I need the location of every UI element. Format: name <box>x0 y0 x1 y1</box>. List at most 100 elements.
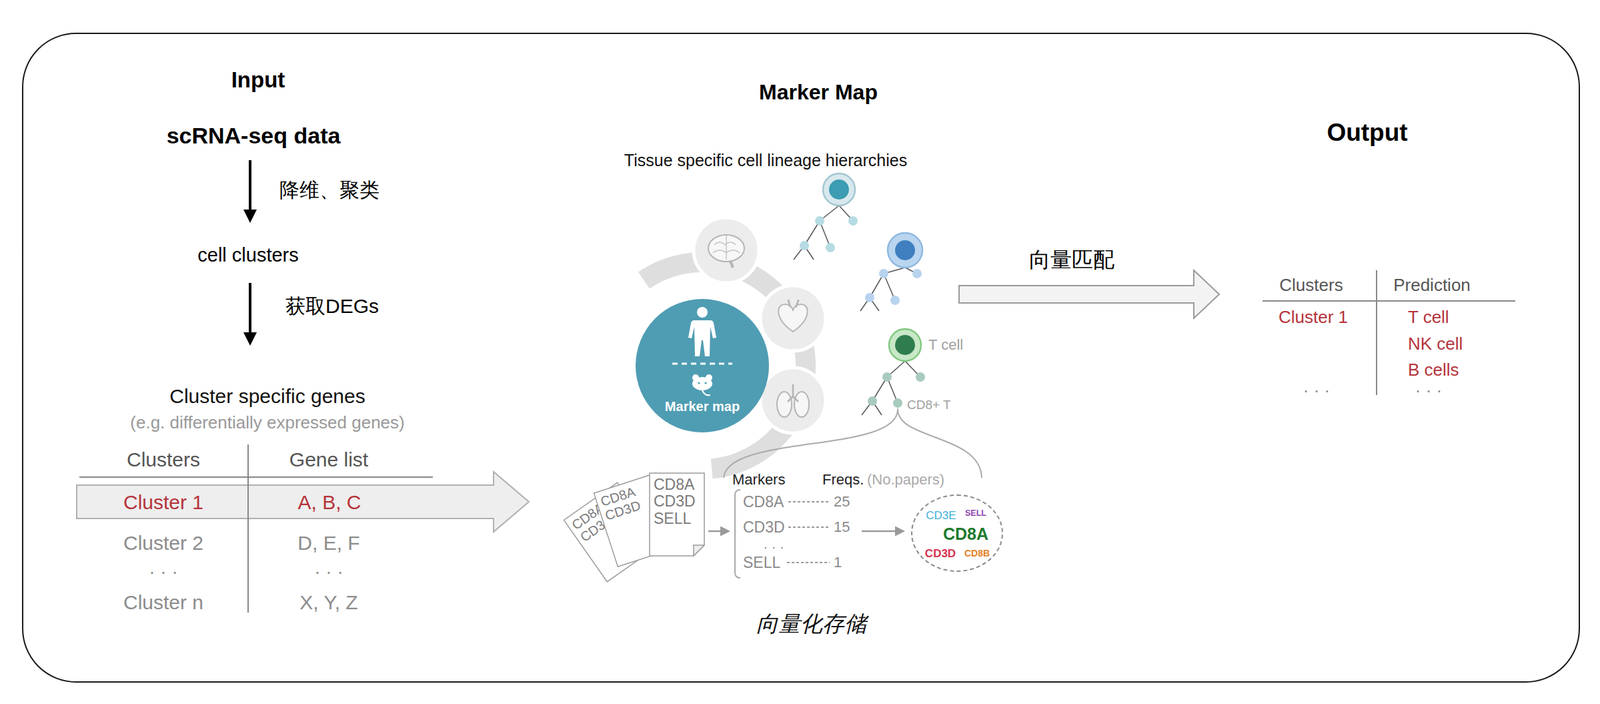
cell-dot <box>893 398 903 408</box>
paper-fold <box>693 544 705 556</box>
note: (e.g. differentially expressed genes) <box>130 412 405 433</box>
flow-arrow <box>708 530 729 533</box>
table-cell: Cluster 1 <box>123 490 204 515</box>
block-arrow <box>959 270 1220 319</box>
table-header: Clusters <box>126 448 201 472</box>
cell-nucleus <box>895 240 916 261</box>
flow-arrow <box>248 282 252 343</box>
table-cell: A, B, C <box>297 490 361 515</box>
cell-dot <box>799 240 810 251</box>
column-header: Markers <box>732 470 785 488</box>
marker-gene: CD8A <box>648 476 695 493</box>
lung-icon <box>776 384 810 417</box>
marker-gene: SELL <box>742 553 781 571</box>
outer-frame <box>22 33 1580 682</box>
marker-gene: CD3D <box>648 492 696 510</box>
table-cell: X, Y, Z <box>299 590 358 615</box>
list-bracket <box>734 489 741 578</box>
marker-gene: CD3E <box>925 509 956 523</box>
mouse-eye <box>697 381 700 384</box>
ellipsis: · · · <box>148 560 179 583</box>
trachea <box>787 384 799 402</box>
cell-dot <box>848 216 858 226</box>
paper-document: CD8ACD3DSELL <box>648 472 705 557</box>
mouse-tail <box>702 390 711 395</box>
cell-label: CD8+ T <box>907 397 952 413</box>
cell-dot <box>882 372 892 382</box>
step-label: 降维、聚类 <box>279 178 380 203</box>
cell-label: T cell <box>928 336 964 353</box>
marker-gene: CD3D <box>742 518 785 536</box>
map-label: Marker map <box>664 398 740 414</box>
lung-lobe <box>776 391 792 417</box>
cell-dot <box>865 292 875 303</box>
leader-dashes <box>786 561 830 563</box>
table-rule <box>1262 300 1516 302</box>
heart-vessels <box>788 299 799 307</box>
layout-group <box>22 33 1580 682</box>
cell-dot <box>915 372 926 382</box>
mouse-eye <box>704 381 707 384</box>
organ-badge <box>760 367 826 433</box>
ellipsis: · · · <box>762 538 784 555</box>
cell-dot <box>815 216 825 226</box>
cell-icon <box>887 232 923 268</box>
frequency-value: 15 <box>833 518 850 535</box>
word-cloud: CD3E SELL CD8A CD3D CD8B <box>911 494 1004 572</box>
flow-arrow <box>861 530 904 533</box>
lung-lobe <box>794 391 810 417</box>
cell-nucleus <box>829 179 850 200</box>
heart-icon <box>778 299 808 332</box>
brain-stem <box>730 260 733 268</box>
stage-label: Cluster specific genes <box>169 384 365 409</box>
column-note: (No.papers) <box>867 470 945 488</box>
marker-gene: CD8A <box>742 492 784 511</box>
lineage-tree <box>793 173 858 260</box>
marker-gene: SELL <box>648 510 691 527</box>
table-cell: T cell <box>1407 307 1450 328</box>
marker-gene: CD3D <box>925 547 956 561</box>
table-cell: Cluster 2 <box>123 531 204 555</box>
marker-map-circle: Marker map <box>635 298 769 433</box>
human-head <box>696 306 708 318</box>
leader-dashes <box>788 526 830 528</box>
table-header: Clusters <box>1279 275 1343 296</box>
table-rule <box>1375 270 1378 395</box>
step-label: 向量匹配 <box>1029 247 1115 273</box>
marker-gene: SELL <box>965 508 987 519</box>
frequency-value: 1 <box>833 553 842 571</box>
section-heading: Marker Map <box>758 80 878 105</box>
cell-icon <box>823 173 856 206</box>
ellipsis: · · · <box>1415 380 1442 401</box>
step-label: 获取DEGs <box>285 294 379 319</box>
heart-shape <box>778 304 808 332</box>
cell-dot <box>825 242 836 253</box>
caption-label: 向量化存储 <box>756 610 867 637</box>
cell-dot <box>912 268 922 279</box>
column-header: Freqs. <box>822 470 864 488</box>
brain-folds <box>712 235 740 260</box>
flow-arrow <box>248 160 252 221</box>
cell-dot <box>867 396 878 406</box>
stage-label: cell clusters <box>197 244 299 267</box>
callout-curve <box>897 408 982 478</box>
ellipsis: · · · <box>314 560 344 583</box>
species-divider <box>672 362 733 365</box>
block-arrow <box>76 471 529 532</box>
organ-badge <box>693 217 759 283</box>
paper-sheet <box>649 472 705 556</box>
leader-dashes <box>788 500 830 503</box>
section-heading: Input <box>231 67 286 93</box>
brain-shape <box>708 234 745 262</box>
table-cell: D, E, F <box>297 531 360 555</box>
table-cell: NK cell <box>1407 334 1463 355</box>
human-body <box>688 320 717 357</box>
illustration-title: Tissue specific cell lineage hierarchies <box>624 150 908 171</box>
input-heading: scRNA-seq data <box>166 122 341 149</box>
marker-gene: CD8B <box>964 548 990 559</box>
lineage-tree <box>860 232 923 311</box>
section-heading: Output <box>1326 118 1408 148</box>
marker-gene: CD8A <box>943 524 989 544</box>
